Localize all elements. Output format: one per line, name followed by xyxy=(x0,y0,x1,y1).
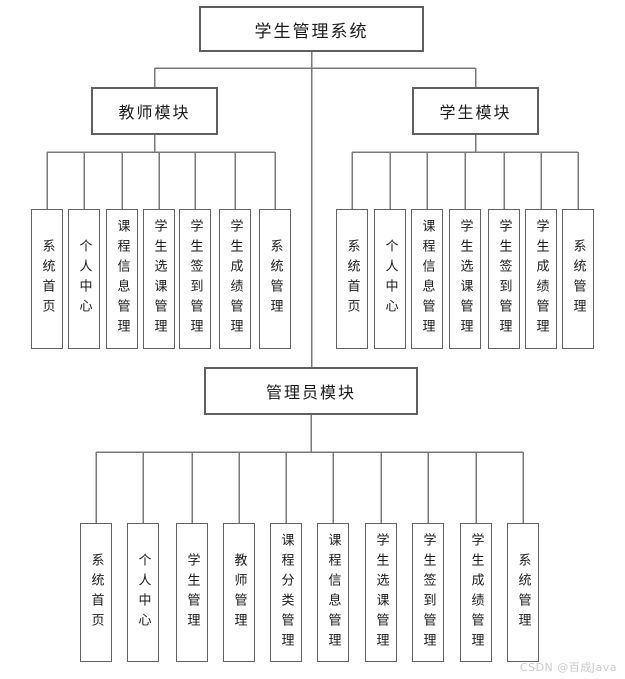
student-leaf-3: 学生选课管理 xyxy=(449,209,481,349)
root-node: 学生管理系统 xyxy=(199,6,424,52)
admin-leaf-4: 课程分类管理 xyxy=(270,523,302,662)
teacher-leaf-4: 学生签到管理 xyxy=(179,209,211,349)
teacher-leaf-0: 系统首页 xyxy=(31,209,63,349)
teacher-leaf-5: 学生成绩管理 xyxy=(219,209,251,349)
student-leaf-2: 课程信息管理 xyxy=(411,209,443,349)
student-leaf-0: 系统首页 xyxy=(336,209,368,349)
admin-leaf-9: 系统管理 xyxy=(507,523,539,662)
teacher-leaf-3: 学生选课管理 xyxy=(143,209,175,349)
admin-leaf-2: 学生管理 xyxy=(176,523,208,662)
admin-leaf-8: 学生成绩管理 xyxy=(460,523,492,662)
student-leaf-1: 个人中心 xyxy=(374,209,406,349)
teacher-leaf-2: 课程信息管理 xyxy=(106,209,138,349)
student-module-node: 学生模块 xyxy=(412,87,539,135)
admin-leaf-3: 教师管理 xyxy=(223,523,255,662)
admin-leaf-0: 系统首页 xyxy=(80,523,112,662)
admin-leaf-1: 个人中心 xyxy=(127,523,159,662)
admin-leaf-6: 学生选课管理 xyxy=(365,523,397,662)
teacher-module-node: 教师模块 xyxy=(91,87,218,135)
student-leaf-4: 学生签到管理 xyxy=(488,209,520,349)
admin-leaf-7: 学生签到管理 xyxy=(412,523,444,662)
student-leaf-6: 系统管理 xyxy=(562,209,594,349)
teacher-leaf-6: 系统管理 xyxy=(259,209,291,349)
teacher-leaf-1: 个人中心 xyxy=(68,209,100,349)
csdn-watermark: CSDN @百成Java xyxy=(519,661,617,674)
admin-module-node: 管理员模块 xyxy=(204,367,418,415)
admin-leaf-5: 课程信息管理 xyxy=(317,523,349,662)
student-leaf-5: 学生成绩管理 xyxy=(525,209,557,349)
